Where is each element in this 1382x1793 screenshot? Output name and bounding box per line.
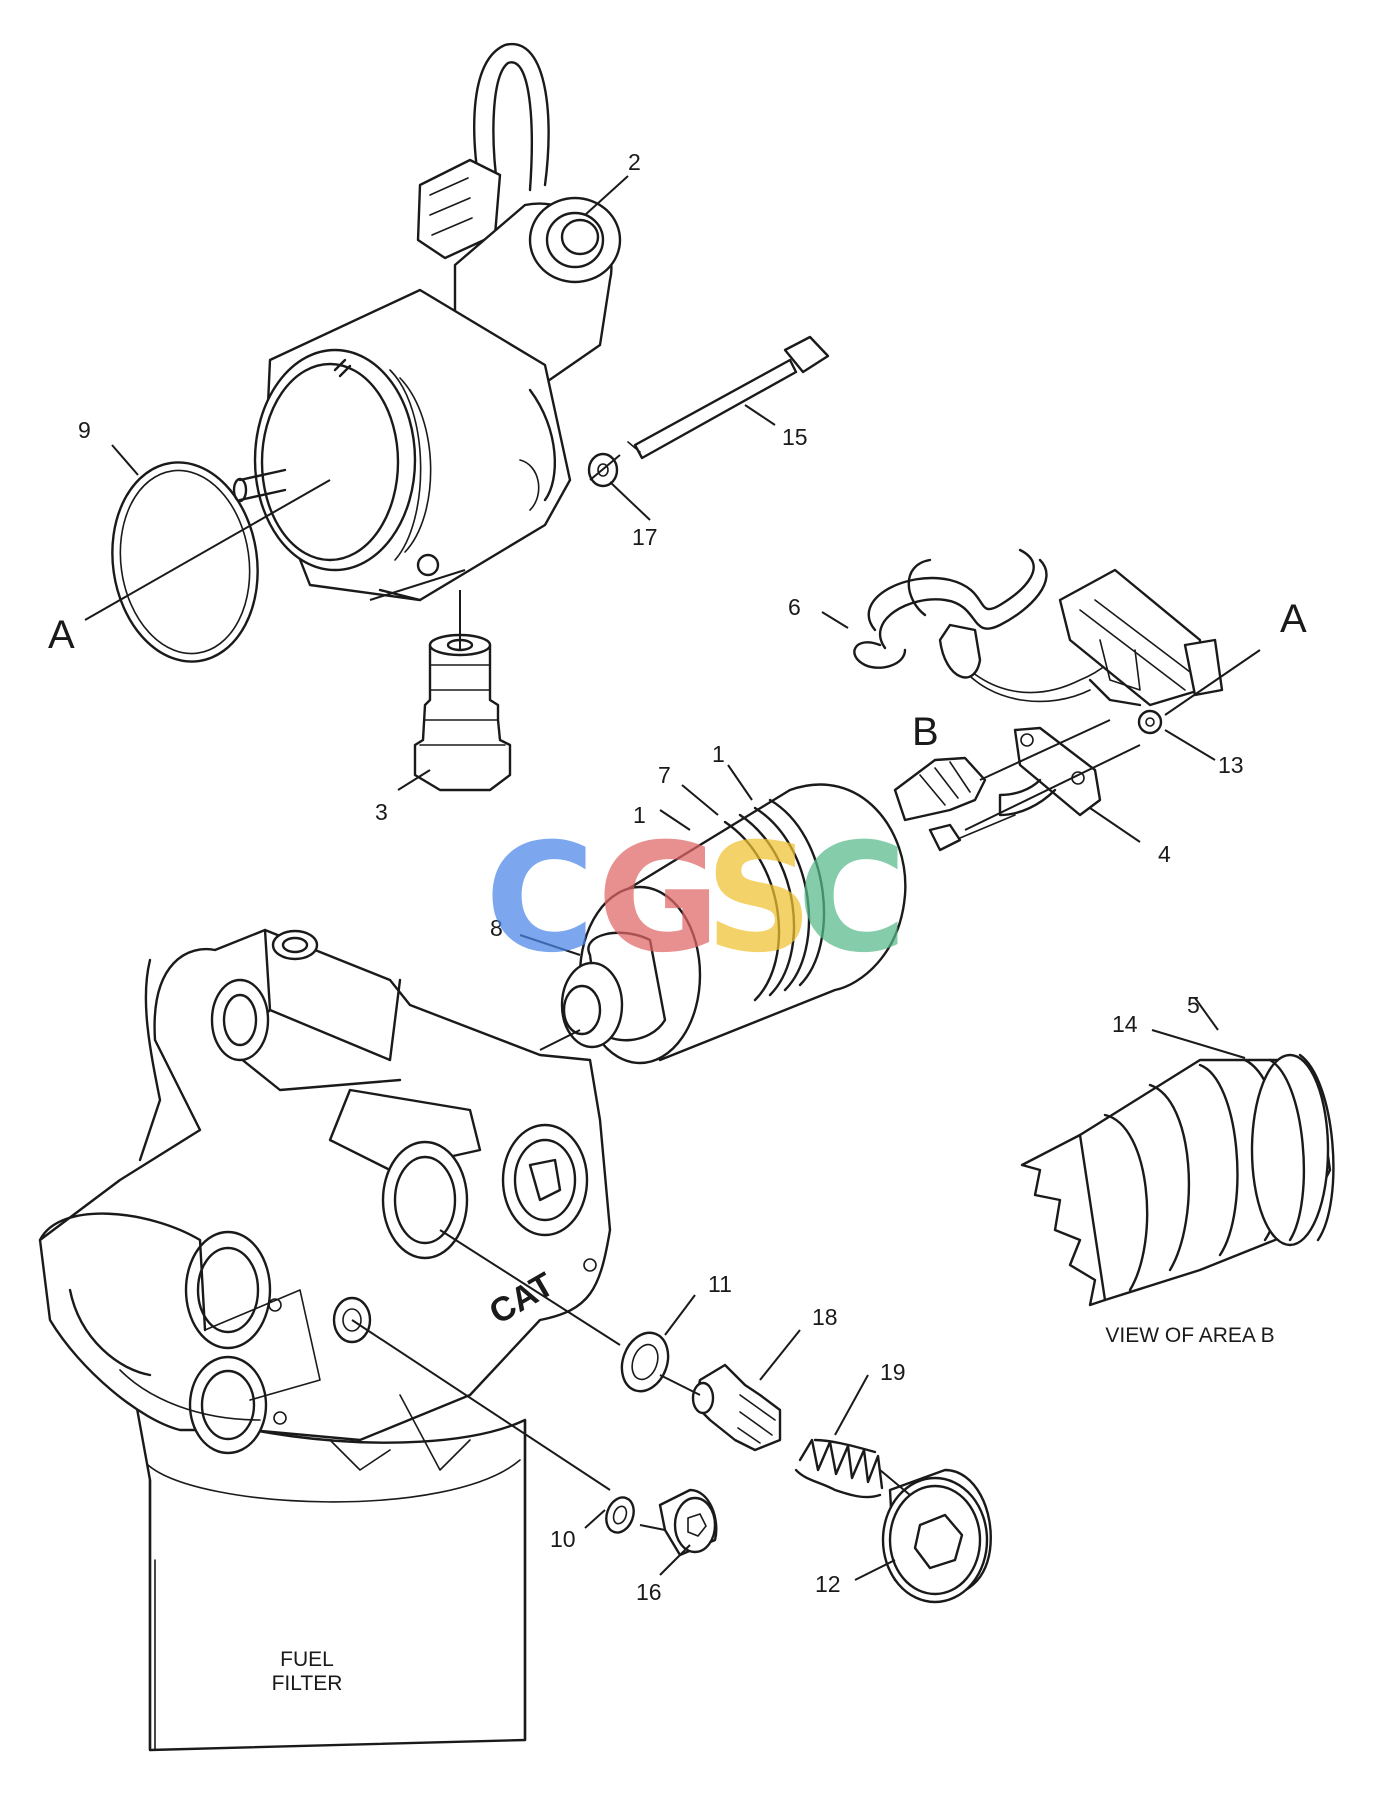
callout-1-lower: 1 (633, 802, 646, 828)
solenoid-assembly (560, 756, 1016, 1065)
plug-16 (658, 1488, 718, 1557)
callout-2: 2 (628, 149, 641, 175)
callout-8: 8 (490, 915, 503, 941)
screw-13 (1137, 709, 1163, 735)
cgsc-watermark: C G S C (485, 812, 907, 986)
valve-18 (691, 1363, 782, 1452)
view-of-area-b-detail (1020, 1053, 1335, 1307)
callout-10: 10 (550, 1526, 576, 1552)
callout-12: 12 (815, 1571, 841, 1597)
fuel-filter-label-line2: FILTER (272, 1672, 343, 1695)
washer-10 (605, 1496, 635, 1534)
callout-14: 14 (1112, 1011, 1138, 1037)
callout-3: 3 (375, 799, 388, 825)
callout-16: 16 (636, 1579, 662, 1605)
callout-15: 15 (782, 424, 808, 450)
callout-18: 18 (812, 1304, 838, 1330)
watermark-letter-1: C (485, 812, 595, 986)
snap-ring-6 (853, 641, 907, 669)
callout-leaders (111, 175, 1246, 1581)
bolt-15 (627, 335, 830, 460)
callout-4: 4 (1158, 841, 1171, 867)
callout-11: 11 (708, 1271, 732, 1297)
clip-4 (998, 726, 1102, 817)
wiring-harness (867, 548, 1224, 707)
callout-5: 5 (1187, 992, 1200, 1018)
section-marker-a-right: A (1280, 597, 1307, 641)
spring-19 (794, 1438, 884, 1499)
primer-pump-housing (232, 42, 622, 602)
callout-9: 9 (78, 417, 91, 443)
callout-7: 7 (658, 762, 671, 788)
center-lines (84, 454, 1261, 1531)
washer-11 (620, 1331, 670, 1393)
callout-1-upper: 1 (712, 741, 725, 767)
watermark-letter-4: C (797, 812, 907, 986)
fuel-filter-label-line1: FUEL (280, 1648, 334, 1671)
washer-17 (587, 452, 619, 488)
o-ring-9 (111, 461, 259, 663)
watermark-letter-2: G (597, 812, 720, 986)
callout-13: 13 (1218, 752, 1244, 778)
section-marker-a-left: A (48, 613, 75, 657)
fuel-filter-base (38, 928, 612, 1752)
plug-12 (881, 1468, 992, 1604)
view-of-area-b-caption: VIEW OF AREA B (1105, 1324, 1274, 1347)
section-marker-b: B (912, 710, 939, 754)
callout-19: 19 (880, 1359, 906, 1385)
watermark-letter-3: S (705, 812, 813, 986)
callout-17: 17 (632, 524, 658, 550)
valve-fitting-3 (413, 633, 512, 792)
callout-6: 6 (788, 594, 801, 620)
